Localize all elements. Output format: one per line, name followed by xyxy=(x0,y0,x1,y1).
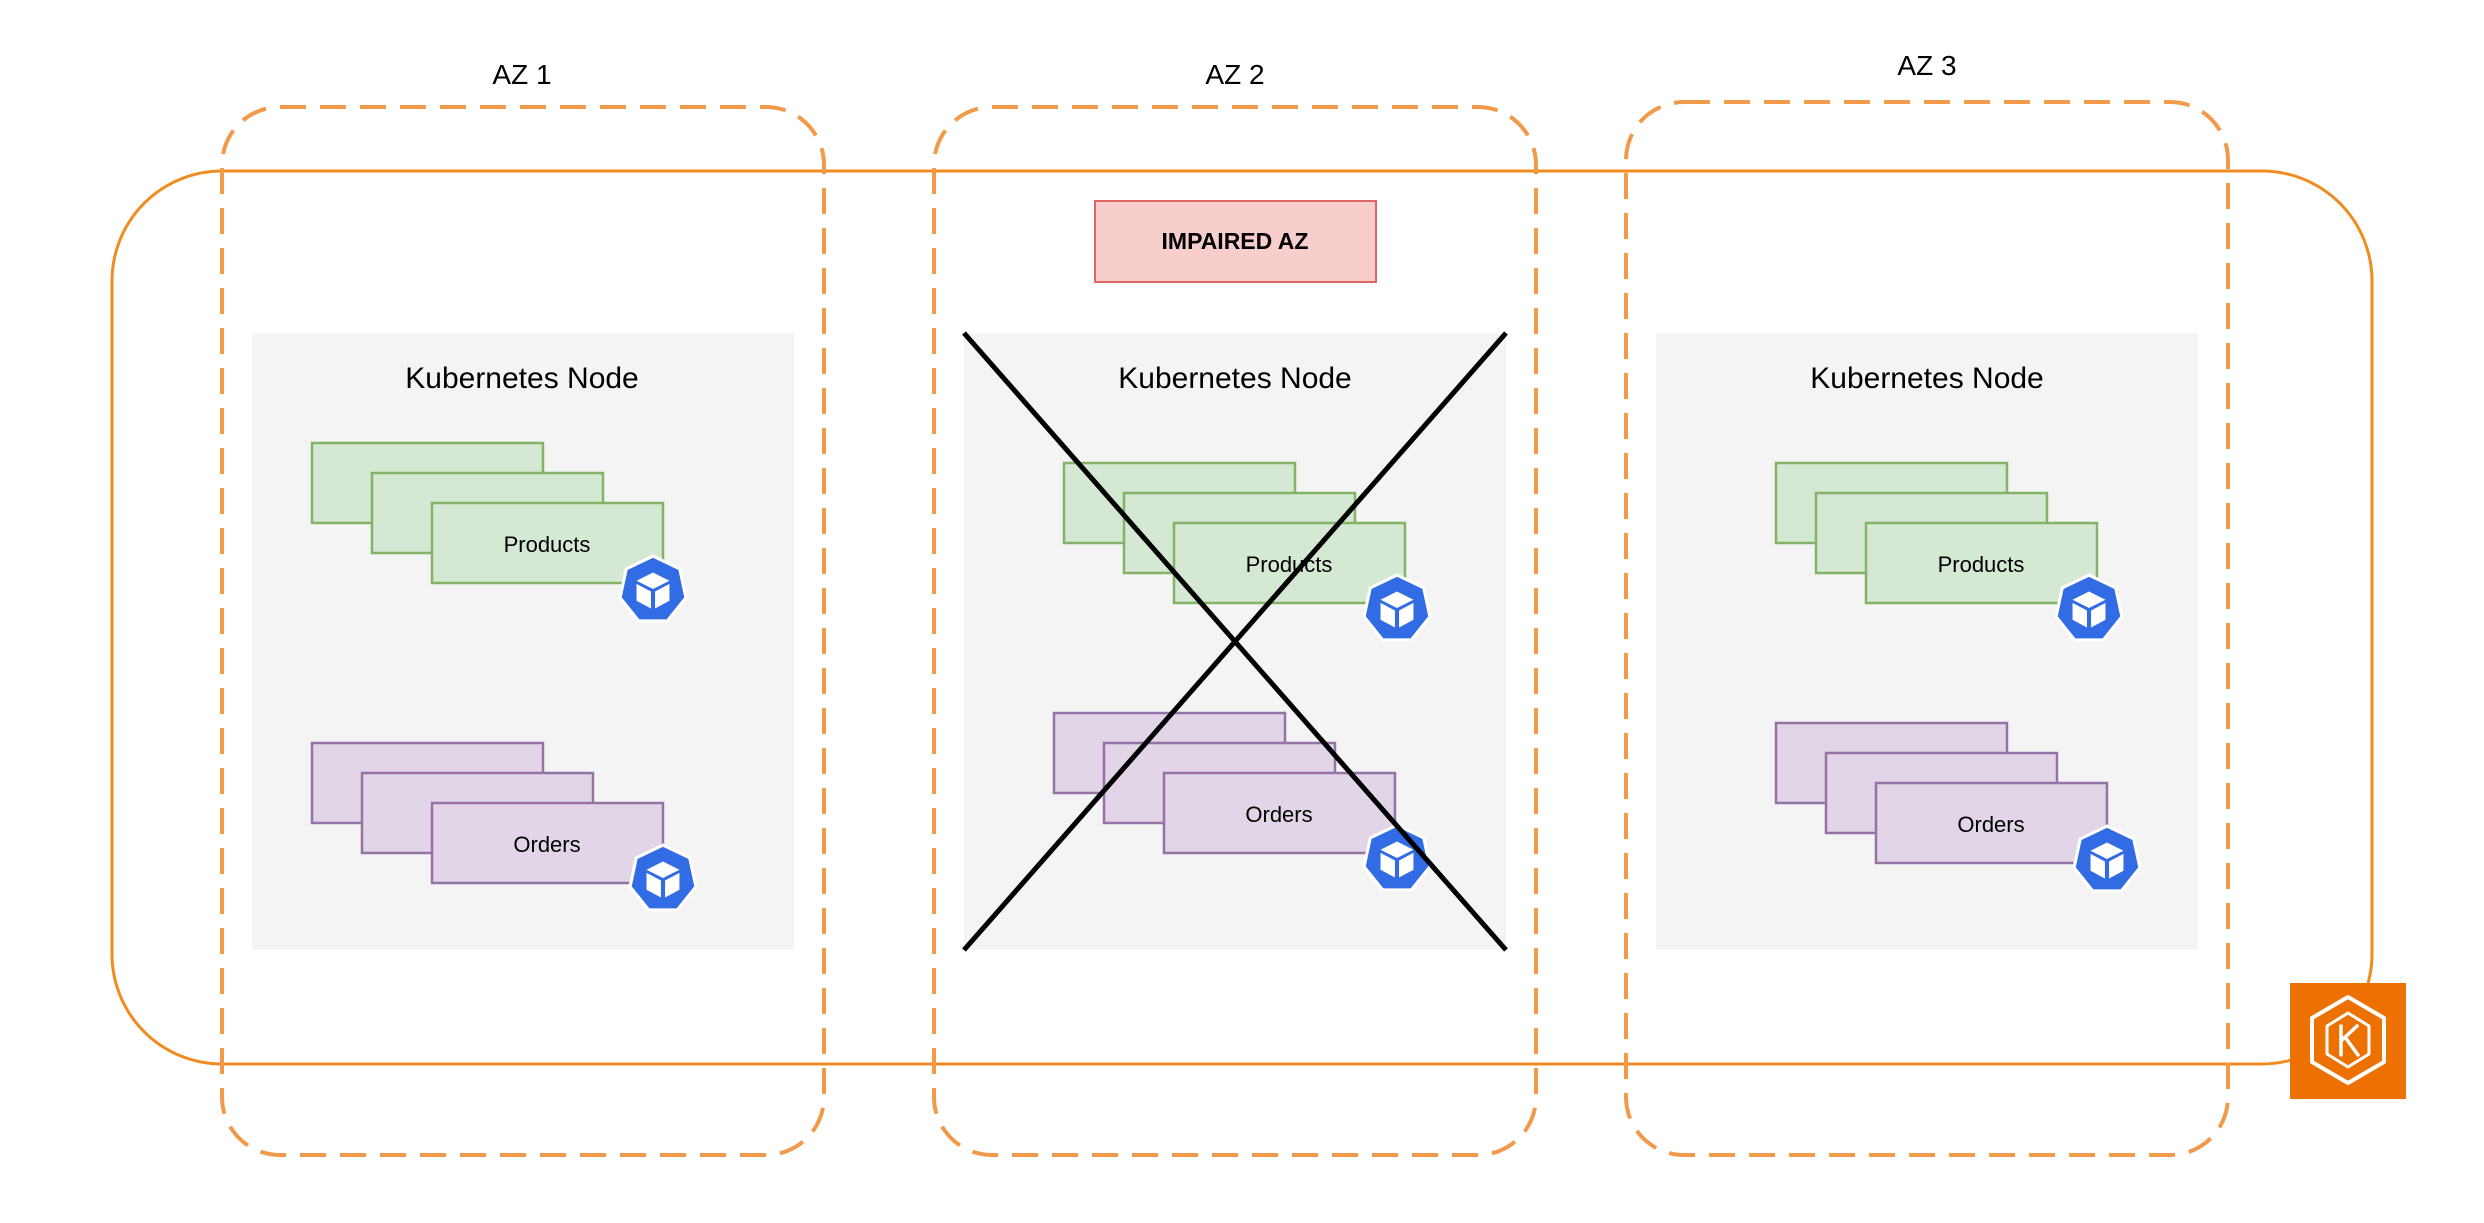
node-failure-cross-icon xyxy=(962,331,1508,952)
products-pods: Products xyxy=(1774,461,2124,642)
amazon-eks-icon xyxy=(2290,983,2406,1099)
orders-pods: Orders xyxy=(1052,711,1432,892)
az-2-label: AZ 2 xyxy=(1205,59,1264,90)
products-pods: Products xyxy=(310,441,688,623)
kubernetes-pod-icon xyxy=(2072,824,2142,893)
az-1-label: AZ 1 xyxy=(492,59,551,90)
node-title: Kubernetes Node xyxy=(1810,362,2044,395)
impaired-az-label: IMPAIRED AZ xyxy=(1162,228,1309,254)
az-2-boundary xyxy=(932,105,1538,1157)
orders-label: Orders xyxy=(1957,812,2024,837)
eks-cluster-boundary xyxy=(110,169,2374,1066)
kubernetes-node-az-1: Kubernetes Node Products Orders xyxy=(252,333,794,950)
orders-pods: Orders xyxy=(310,741,698,912)
products-label: Products xyxy=(504,532,591,557)
products-label: Products xyxy=(1938,552,2025,577)
kubernetes-node-az-3: Kubernetes Node Products Orders xyxy=(1656,333,2198,950)
orders-label: Orders xyxy=(1245,802,1312,827)
products-pods: Products xyxy=(1062,461,1432,642)
az-3-label: AZ 3 xyxy=(1897,50,1956,81)
node-title: Kubernetes Node xyxy=(1118,362,1352,395)
az-3-boundary xyxy=(1624,100,2230,1157)
orders-pods: Orders xyxy=(1774,721,2142,893)
node-title: Kubernetes Node xyxy=(405,362,639,395)
impaired-az-badge xyxy=(1094,200,1377,283)
kubernetes-pod-icon xyxy=(628,843,698,912)
az-1-boundary xyxy=(220,105,826,1157)
orders-label: Orders xyxy=(513,832,580,857)
kubernetes-pod-icon xyxy=(1362,573,1432,642)
kubernetes-pod-icon xyxy=(2054,573,2124,642)
kubernetes-pod-icon xyxy=(618,554,688,623)
kubernetes-node-az-2: Kubernetes Node Products Orders xyxy=(962,331,1508,952)
products-label: Products xyxy=(1246,552,1333,577)
kubernetes-pod-icon xyxy=(1362,823,1432,892)
